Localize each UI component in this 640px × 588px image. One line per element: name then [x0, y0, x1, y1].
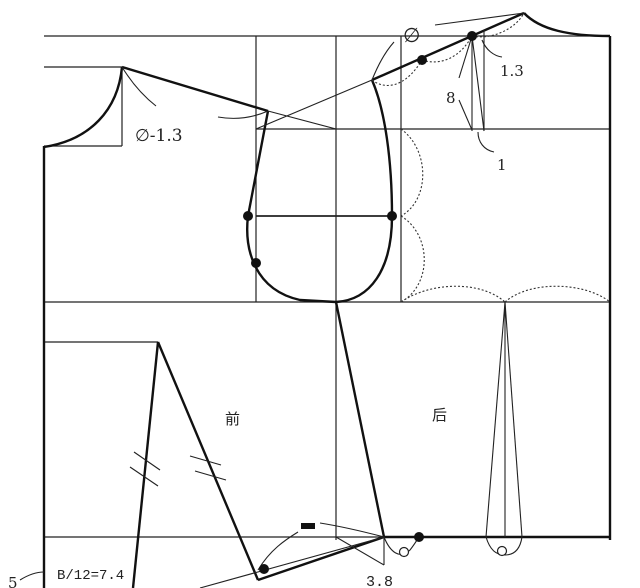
construction-lines	[19, 12, 525, 588]
waist-mark	[301, 523, 315, 529]
side-seam-offset-label: 3.8	[366, 574, 393, 588]
back-dart-length-label: 8	[446, 89, 456, 107]
back-dart-width-label: 1	[497, 156, 507, 174]
guide-grid	[44, 35, 610, 540]
front-neck-label: ∅-1.3	[135, 126, 183, 146]
bust-dart-label: B/12=7.4	[57, 568, 124, 584]
open-points	[398, 545, 508, 558]
back-shoulder-symbol: ∅	[403, 23, 420, 47]
dotted-arcs	[371, 12, 611, 303]
back-shoulder-ease-label: 1.3	[500, 62, 524, 80]
front-panel-label: 前	[225, 410, 240, 428]
side-left-label: 5	[8, 574, 18, 588]
back-panel-label: 后	[432, 406, 447, 424]
mark-points	[243, 31, 477, 574]
